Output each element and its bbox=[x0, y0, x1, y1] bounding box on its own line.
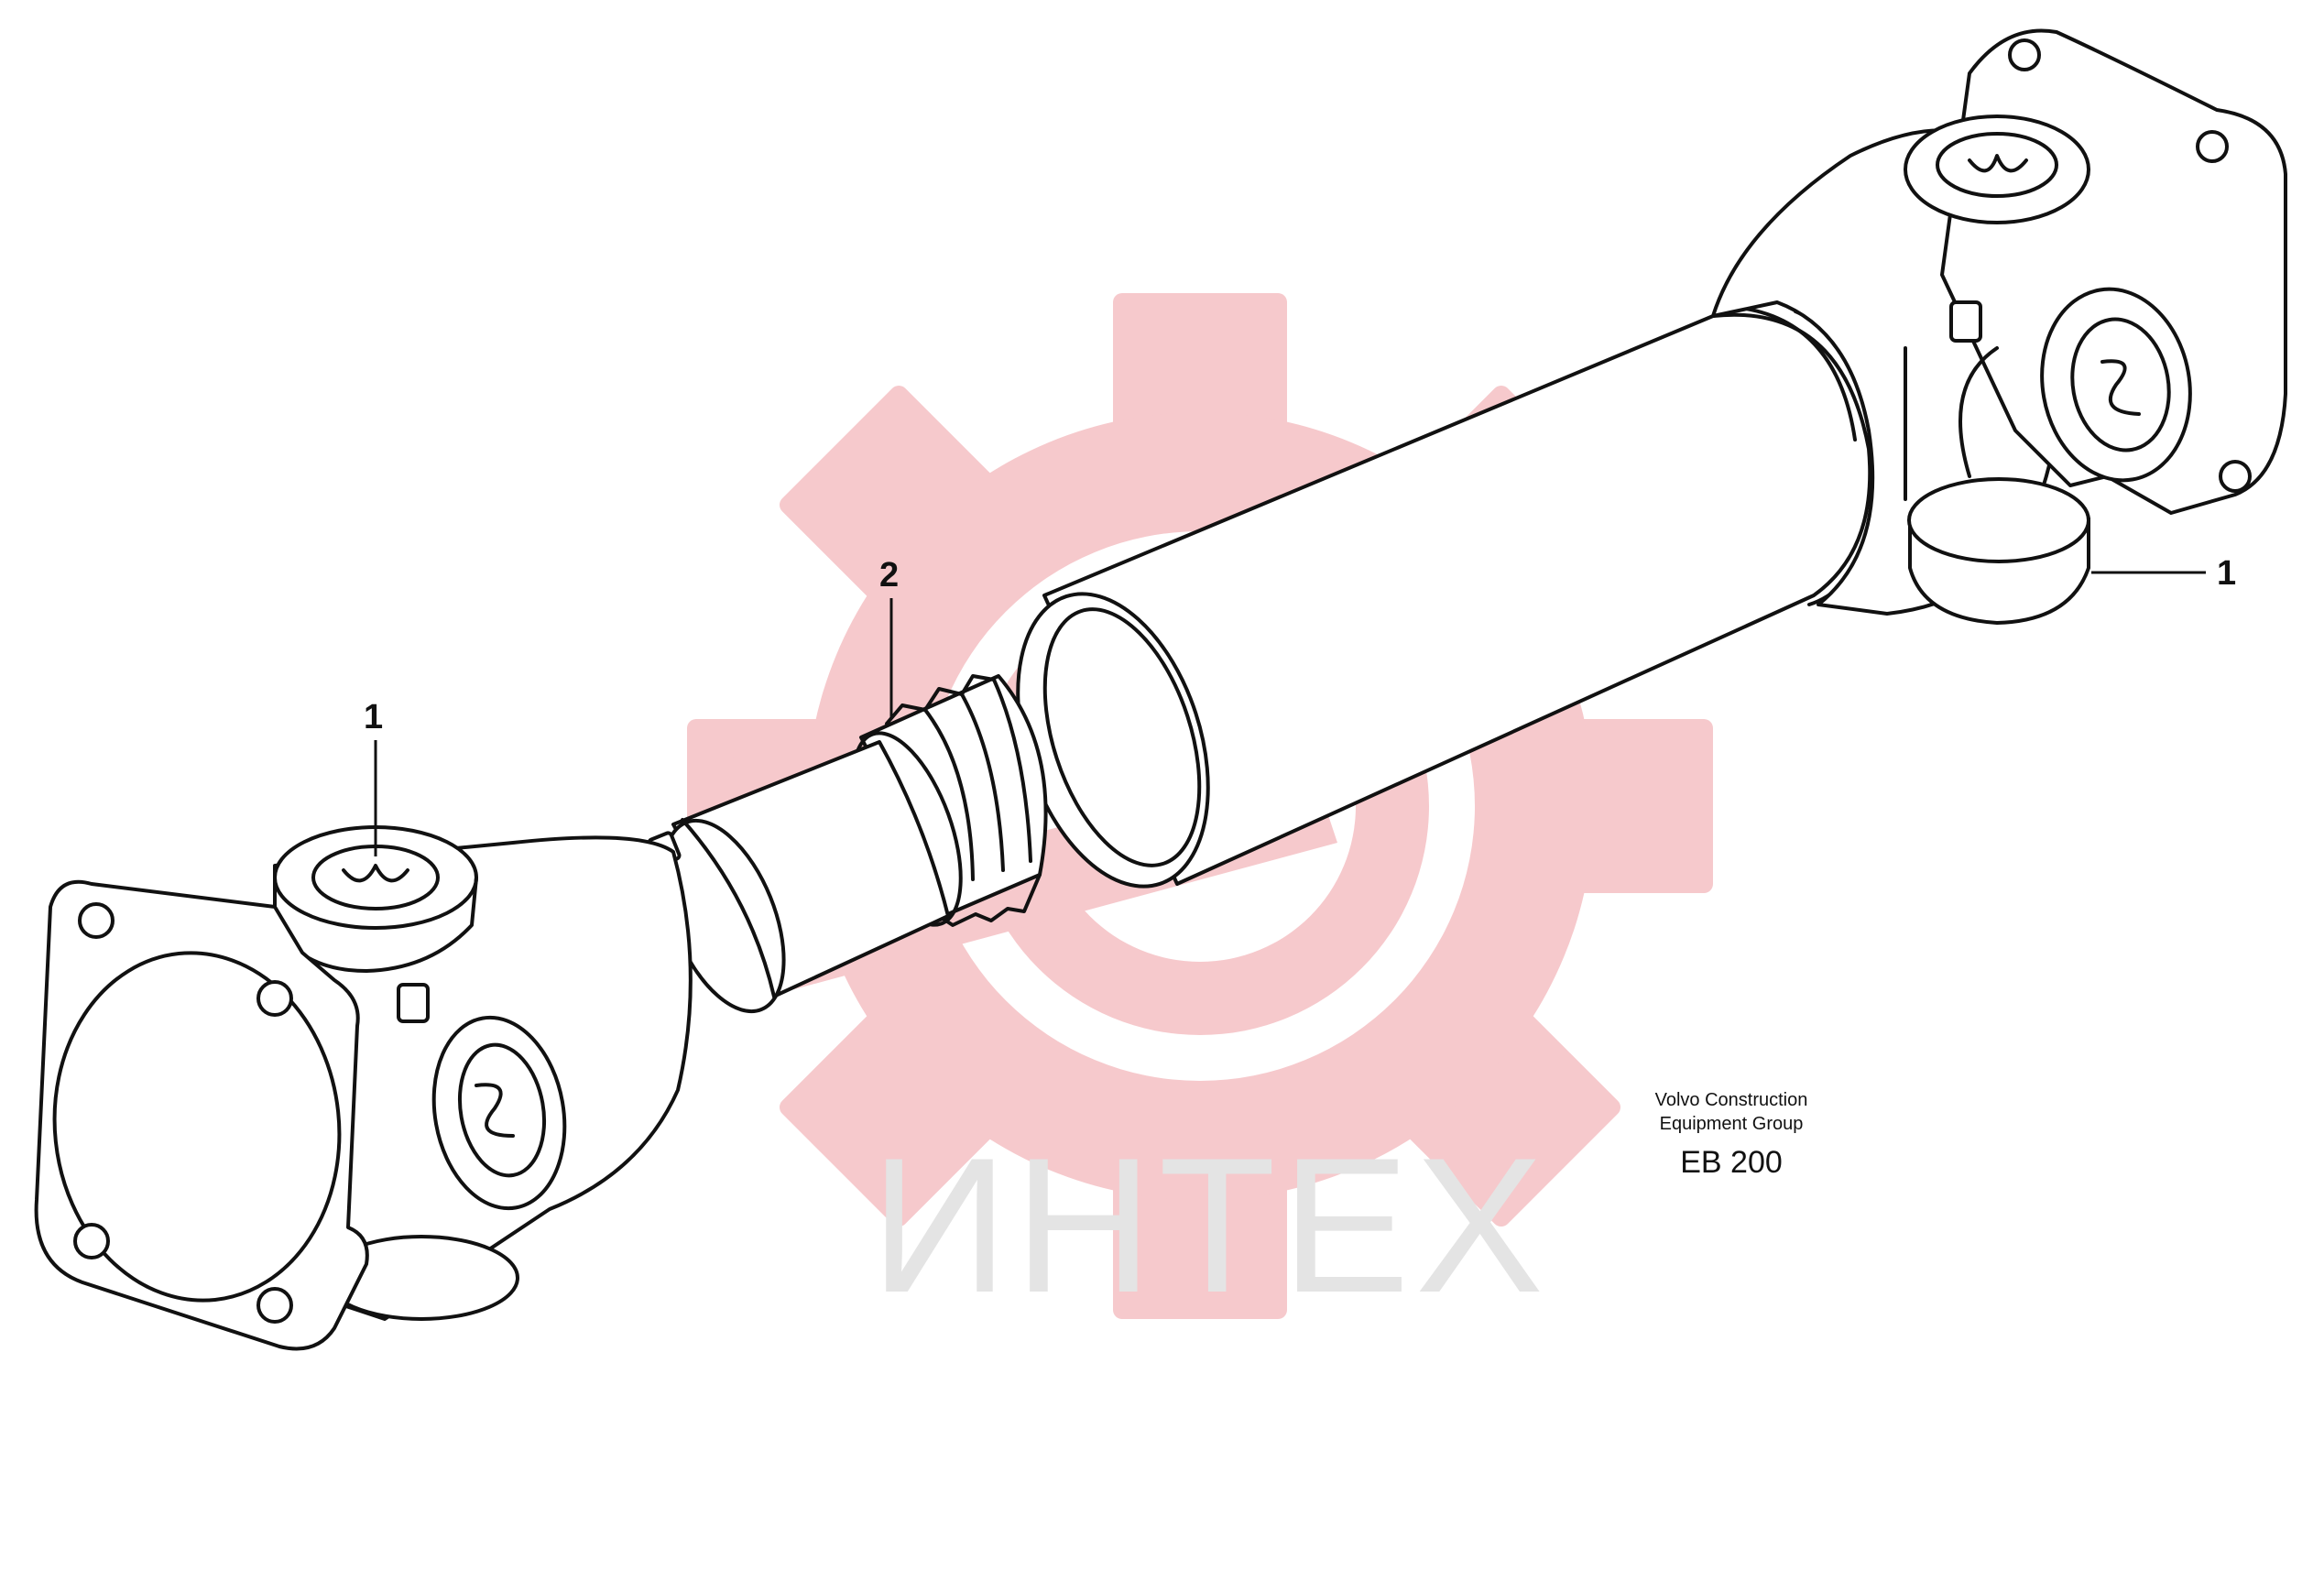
callout-2: 2 bbox=[879, 556, 899, 719]
right-universal-joint bbox=[1711, 28, 2287, 625]
publisher-credit: Volvo Construction Equipment Group EB 20… bbox=[1594, 1088, 1869, 1185]
callout-1-left: 1 bbox=[364, 698, 383, 856]
credit-line-2: Equipment Group bbox=[1659, 1114, 1804, 1134]
grease-nipple-joint-right bbox=[1949, 300, 1982, 343]
callout-1-right: 1 bbox=[2091, 554, 2236, 593]
svg-text:1: 1 bbox=[2217, 554, 2236, 593]
svg-text:2: 2 bbox=[879, 556, 899, 594]
left-universal-joint bbox=[34, 825, 693, 1351]
inner-shaft bbox=[647, 740, 950, 1014]
grease-nipple-joint-left bbox=[397, 983, 430, 1023]
callouts: 1 2 1 bbox=[364, 554, 2236, 856]
watermark-text: ИНТЕХ bbox=[870, 1118, 1549, 1333]
drive-shaft bbox=[34, 28, 2287, 1351]
svg-text:1: 1 bbox=[364, 698, 383, 736]
diagram-code: EB 200 bbox=[1680, 1145, 1783, 1180]
credit-line-1: Volvo Construction bbox=[1654, 1090, 1808, 1110]
